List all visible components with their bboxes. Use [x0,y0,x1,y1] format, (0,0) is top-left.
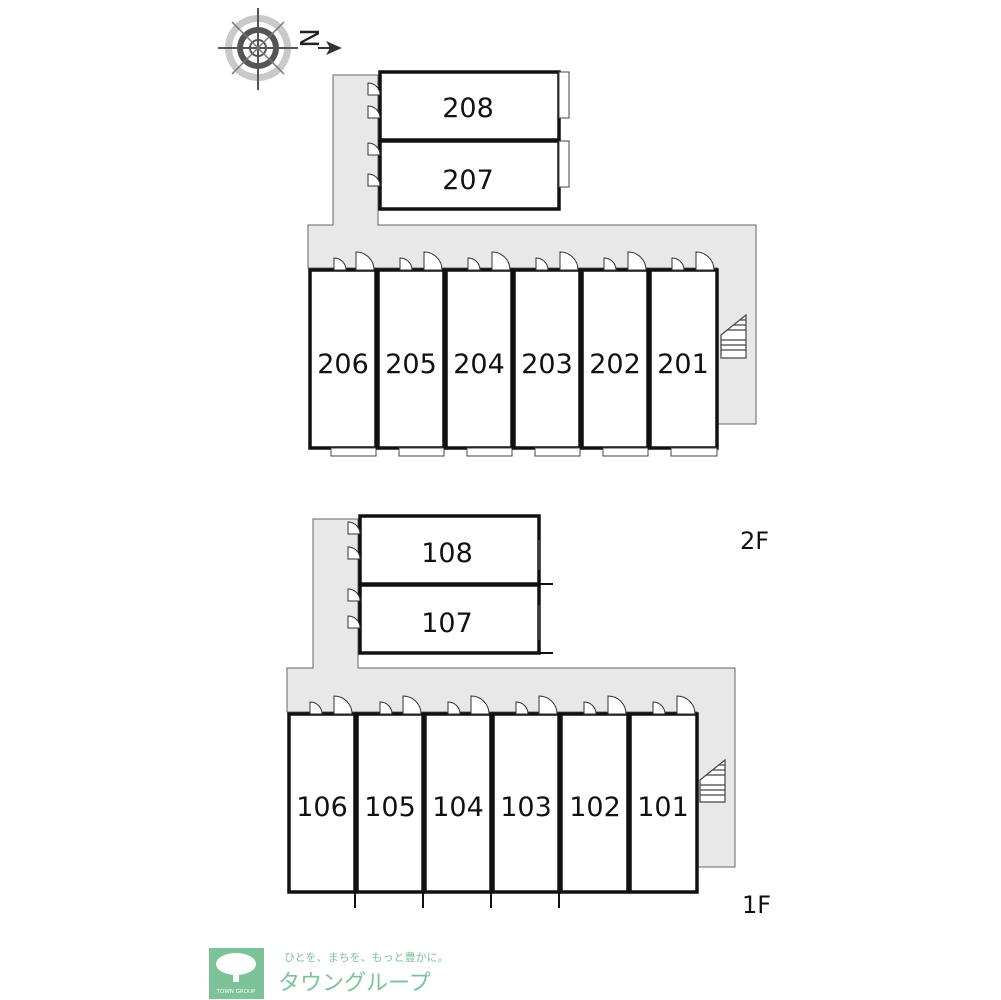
room-208[interactable]: 208 [367,70,570,142]
room-205[interactable]: 205 [376,251,446,457]
room-206[interactable]: 206 [308,251,378,457]
room-number: 207 [442,165,494,196]
floor-label-1f: 1F [742,891,771,919]
room-108[interactable]: 108 [347,514,553,586]
room-102[interactable]: 102 [559,695,630,894]
second-floor-plan: 208 207 206 205 [307,70,769,555]
room-number: 102 [569,792,621,823]
room-number: 105 [364,792,416,823]
room-number: 106 [296,792,348,823]
compass-rose-icon: N [218,8,342,90]
first-floor-plan: 108 107 106 105 [286,514,771,919]
room-number: 201 [657,349,709,380]
stairs-1f [699,758,726,803]
stairs-2f [720,313,747,359]
room-204[interactable]: 204 [444,251,514,457]
room-107[interactable]: 107 [347,583,553,655]
room-number: 206 [317,349,369,380]
room-104[interactable]: 104 [423,695,493,908]
room-number: 208 [442,93,494,124]
room-number: 205 [385,349,437,380]
room-202[interactable]: 202 [580,251,650,457]
room-number: 204 [453,349,505,380]
brand-name: タウングループ [278,971,431,996]
brand-tagline: ひとを、まちを、もっと豊かに。 [284,951,449,964]
room-number: 101 [637,792,689,823]
north-letter: N [293,28,323,47]
room-203[interactable]: 203 [512,251,582,457]
room-number: 104 [432,792,484,823]
logo-badge-text: TOWN GROUP [216,989,256,995]
room-201[interactable]: 201 [648,251,719,457]
room-number: 103 [500,792,552,823]
room-101[interactable]: 101 [628,695,699,894]
town-group-logo: TOWN GROUP ひとを、まちを、もっと豊かに。 タウングループ [209,948,449,999]
room-number: 107 [421,608,473,639]
room-number: 203 [521,349,573,380]
room-106[interactable]: 106 [287,695,357,908]
room-number: 108 [421,538,473,569]
room-103[interactable]: 103 [491,695,561,908]
room-105[interactable]: 105 [355,695,425,908]
floor-label-2f: 2F [740,527,769,555]
room-207[interactable]: 207 [367,139,570,211]
room-number: 202 [589,349,641,380]
